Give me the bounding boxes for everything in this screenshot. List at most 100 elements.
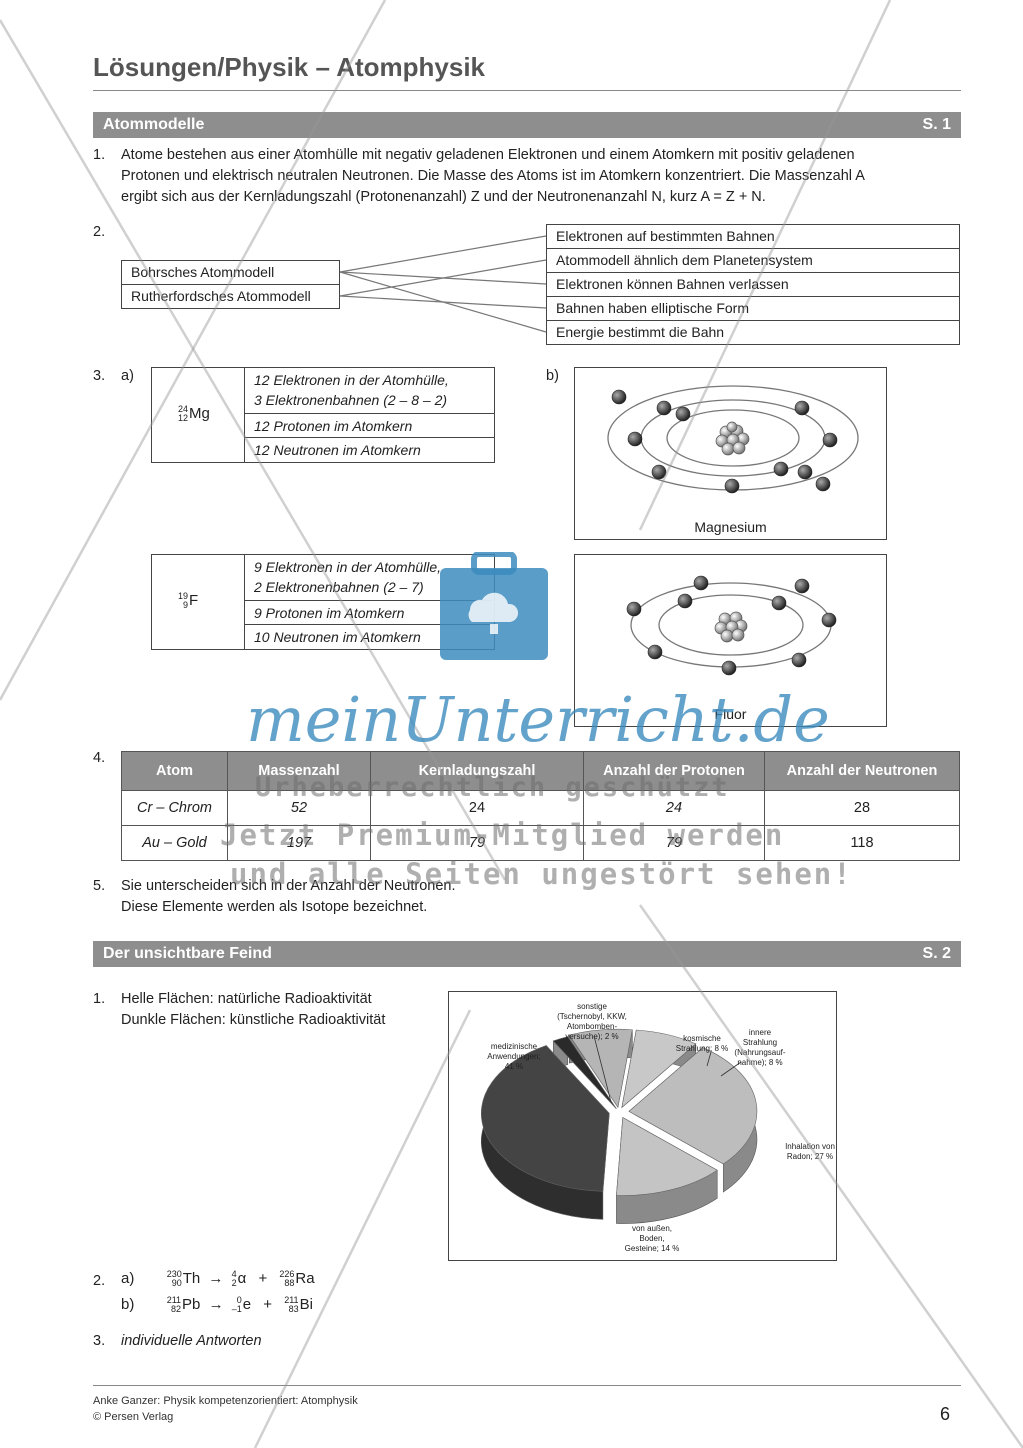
f-neutrons-cell: 10 Neutronen im Atomkern xyxy=(254,629,421,645)
fluor-diagram: Fluor xyxy=(574,554,887,727)
mass-number: 4 xyxy=(231,1269,237,1280)
property-box: Elektronen auf bestimmten Bahnen Atommod… xyxy=(546,224,960,345)
table-header-row: Atom Massenzahl Kernladungszahl Anzahl d… xyxy=(121,751,960,791)
table-header: Massenzahl xyxy=(227,751,371,791)
section-title: Der unsichtbare Feind xyxy=(103,945,272,962)
footer-rule xyxy=(93,1385,961,1386)
atom-table: Atom Massenzahl Kernladungszahl Anzahl d… xyxy=(121,751,960,861)
element-symbol: F xyxy=(189,592,199,609)
particle-symbol: α xyxy=(237,1270,247,1287)
mass-number: 211 xyxy=(284,1295,299,1306)
s2q1-line-1: Helle Flächen: natürliche Radioaktivität xyxy=(121,991,372,1007)
magnesium-diagram: Magnesium xyxy=(574,367,887,540)
watermark-line-2: Jetzt Premium-Mitglied werden xyxy=(220,818,785,852)
fluor-nucleus xyxy=(714,611,748,643)
mg-electrons-cell: 12 Elektronen in der Atomhülle, 3 Elektr… xyxy=(244,368,494,414)
section-page-ref: S. 2 xyxy=(922,945,951,962)
question-number: 3. xyxy=(93,368,106,384)
atomic-number: 12 xyxy=(178,413,189,424)
mg-row: 3 Elektronenbahnen (2 – 8 – 2) xyxy=(254,392,448,408)
mass-number: 230 xyxy=(166,1269,182,1280)
plus-sign: + xyxy=(258,1270,268,1287)
table-header: Anzahl der Neutronen xyxy=(764,751,960,791)
question-number: 2. xyxy=(93,1273,106,1289)
section-page-ref: S. 1 xyxy=(922,116,951,133)
pie-slice xyxy=(481,1045,610,1192)
table-header: Atom xyxy=(121,751,228,791)
pie-slice xyxy=(628,1047,758,1165)
property-item: Bahnen haben elliptische Form xyxy=(547,297,959,321)
table-cell: Au – Gold xyxy=(121,825,228,861)
watermark-line-3: und alle Seiten ungestört sehen! xyxy=(230,857,853,891)
pie-leader-line xyxy=(593,1035,612,1103)
connector-lines xyxy=(339,235,547,333)
property-item: Elektronen können Bahnen verlassen xyxy=(547,273,959,297)
property-item: Atommodell ähnlich dem Planetensystem xyxy=(547,249,959,273)
mg-row: 12 Elektronen in der Atomhülle, xyxy=(254,372,449,388)
q1-line-3: ergibt sich aus der Kernladungszahl (Pro… xyxy=(121,189,766,205)
pie-slice xyxy=(616,1117,718,1196)
part-label: b) xyxy=(121,1296,135,1313)
s2q1-answer: Helle Flächen: natürliche Radioaktivität… xyxy=(121,989,385,1031)
title-rule xyxy=(93,90,961,91)
section-bar-atommodelle: Atommodelle S. 1 xyxy=(93,112,961,138)
pie-slice xyxy=(552,1036,617,1109)
property-item: Elektronen auf bestimmten Bahnen xyxy=(547,225,959,249)
magnesium-nucleus xyxy=(715,421,750,456)
table-cell: 79 xyxy=(583,825,765,861)
mg-protons-cell: 12 Protonen im Atomkern xyxy=(244,414,494,438)
pie-label: sonstige(Tschernobyl, KKW,Atombomben-ver… xyxy=(557,1002,627,1041)
atomic-number: 88 xyxy=(284,1278,295,1289)
q5-line-2: Diese Elemente werden als Isotope bezeic… xyxy=(121,899,428,915)
table-cell: 28 xyxy=(764,790,960,826)
question-number: 1. xyxy=(93,147,106,163)
fluor-label: Fluor xyxy=(714,706,747,722)
model-bohr: Bohrsches Atommodell xyxy=(122,261,339,285)
table-cell: 24 xyxy=(370,790,584,826)
part-label: a) xyxy=(121,1270,135,1287)
mass-number: 226 xyxy=(279,1269,295,1280)
element-symbol: Bi xyxy=(299,1296,313,1313)
mg-neutrons-cell: 12 Neutronen im Atomkern xyxy=(254,442,421,458)
atomic-number: –1 xyxy=(231,1304,242,1315)
element-symbol: Th xyxy=(182,1270,201,1287)
pie-slice xyxy=(621,1029,697,1109)
particle-symbol: e xyxy=(242,1296,252,1313)
plus-sign: + xyxy=(263,1296,273,1313)
q1-line-2: Protonen und elektrisch neutralen Neutro… xyxy=(121,168,865,184)
property-item: Energie bestimmt die Bahn xyxy=(556,324,725,340)
element-symbol: Mg xyxy=(189,405,210,422)
footer-publisher: © Persen Verlag xyxy=(93,1411,174,1423)
f-protons-cell: 9 Protonen im Atomkern xyxy=(244,601,494,625)
table-header: Anzahl der Protonen xyxy=(583,751,765,791)
fluor-atom-svg xyxy=(626,575,837,676)
fluor-electrons xyxy=(626,575,837,676)
table-cell: 52 xyxy=(227,790,371,826)
magnesium-label: Magnesium xyxy=(694,519,767,535)
f-row: 9 Elektronen in der Atomhülle, xyxy=(254,559,442,575)
watermark-line-1: Urheberrechtlich geschützt xyxy=(255,772,730,803)
pie-leader-line xyxy=(720,1061,742,1077)
pie-leader-line xyxy=(706,1051,712,1067)
pie-slice xyxy=(568,1028,633,1109)
section-bar-unsichtbare-feind: Der unsichtbare Feind S. 2 xyxy=(93,941,961,967)
arrow-icon: → xyxy=(208,1296,224,1313)
question-number: 4. xyxy=(93,750,106,766)
part-label-b: b) xyxy=(546,368,559,384)
page-title: Lösungen/Physik – Atomphysik xyxy=(93,52,486,82)
f-electrons-cell: 9 Elektronen in der Atomhülle, 2 Elektro… xyxy=(244,555,494,601)
f-row: 2 Elektronenbahnen (2 – 7) xyxy=(254,579,424,595)
table-row: Cr – Chrom 52 24 24 28 xyxy=(121,790,960,826)
footer-credit: Anke Ganzer: Physik kompetenzorientiert:… xyxy=(93,1395,358,1407)
atomic-number: 2 xyxy=(231,1278,237,1289)
s2q1-line-2: Dunkle Flächen: künstliche Radioaktivitä… xyxy=(121,1012,386,1028)
